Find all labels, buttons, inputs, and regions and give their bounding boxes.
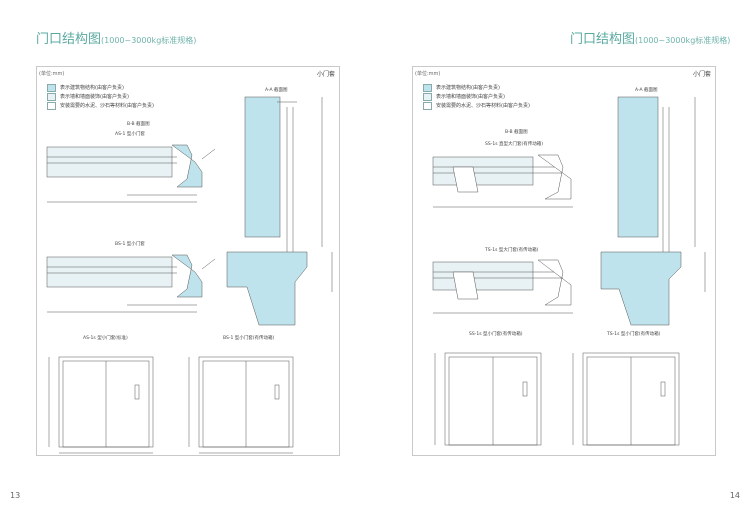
legend-row: 安装需要的水泥、沙石等材料(由客户负责) xyxy=(47,101,154,110)
plan-section-2 xyxy=(46,254,216,313)
right-unit: (单位:mm) xyxy=(415,71,441,77)
left-page-number: 13 xyxy=(10,491,21,500)
plan-section-1 xyxy=(432,154,573,208)
legend-text: 安装需要的水泥、沙石等材料(由客户负责) xyxy=(60,103,154,109)
legend-text: 表示建筑物结构(由客户负责) xyxy=(60,85,124,91)
legend-text: 安装需要的水泥、沙石等材料(由客户负责) xyxy=(436,103,530,109)
left-type1-label: AS-1 型小门套 xyxy=(115,132,145,137)
left-section-bb-label: B-B 截面图 xyxy=(127,122,150,127)
right-section-bb-label: B-B 截面图 xyxy=(505,130,528,135)
front-view-1 xyxy=(48,356,154,454)
left-front1-label: AS-1s 型小门套(标准) xyxy=(83,336,128,341)
wall-swatch xyxy=(423,92,432,101)
right-page: (单位:mm) 小门套 表示建筑物结构(由客户负责) 表示墙和墙面装饰(由客户负… xyxy=(412,66,716,456)
section-aa xyxy=(226,96,333,326)
right-title-sub: (1000~3000kg标准规格) xyxy=(635,36,731,45)
left-page: (单位:mm) 小门套 表示建筑物结构(由客户负责) 表示墙和墙面装饰(由客户负… xyxy=(36,66,340,456)
front-view-1 xyxy=(434,352,542,446)
legend-row: 表示墙和墙面装饰(由客户负责) xyxy=(47,92,154,101)
wall-swatch xyxy=(47,92,56,101)
right-title-main: 门口结构图 xyxy=(570,32,636,47)
front-view-2 xyxy=(188,356,294,454)
front-view-2 xyxy=(572,352,680,446)
section-aa xyxy=(600,96,706,326)
legend-row: 表示墙和墙面装饰(由客户负责) xyxy=(423,92,530,101)
left-section-aa-label: A-A 截面图 xyxy=(265,88,288,93)
right-front1-label: SS-1s 型小门套(有传动箱) xyxy=(469,332,523,337)
left-title-sub: (1000~3000kg标准规格) xyxy=(101,36,197,45)
left-type2-label: BS-1 型小门套 xyxy=(115,242,145,247)
legend-row: 安装需要的水泥、沙石等材料(由客户负责) xyxy=(423,101,530,110)
plan-section-1 xyxy=(46,144,216,203)
right-type1-label: SS-1s 直型大门套(有传动箱) xyxy=(485,142,543,147)
material-swatch xyxy=(47,101,56,110)
left-front2-label: BS-1 型小门套(有传动箱) xyxy=(223,336,275,341)
structure-swatch xyxy=(423,83,432,92)
legend-text: 表示墙和墙面装饰(由客户负责) xyxy=(436,94,505,100)
right-front2-label: TS-1s 型小门套(有传动箱) xyxy=(607,332,661,337)
left-drawing xyxy=(46,96,333,454)
left-legend: 表示建筑物结构(由客户负责) 表示墙和墙面装饰(由客户负责) 安装需要的水泥、沙… xyxy=(47,83,154,110)
right-page-number: 14 xyxy=(729,491,740,500)
legend-text: 表示建筑物结构(由客户负责) xyxy=(436,85,500,91)
right-type2-label: TS-1s 型大门套(有传动箱) xyxy=(485,248,539,253)
right-tag: 小门套 xyxy=(692,71,711,78)
left-title-main: 门口结构图 xyxy=(36,32,102,47)
left-unit: (单位:mm) xyxy=(39,71,65,77)
left-tag: 小门套 xyxy=(316,71,335,78)
left-title: 门口结构图(1000~3000kg标准规格) xyxy=(36,28,196,47)
legend-text: 表示墙和墙面装饰(由客户负责) xyxy=(60,94,129,100)
right-title: 门口结构图(1000~3000kg标准规格) xyxy=(570,28,730,47)
right-drawing xyxy=(432,96,706,446)
structure-swatch xyxy=(47,83,56,92)
legend-row: 表示建筑物结构(由客户负责) xyxy=(47,83,154,92)
plan-section-2 xyxy=(432,259,573,314)
material-swatch xyxy=(423,101,432,110)
right-legend: 表示建筑物结构(由客户负责) 表示墙和墙面装饰(由客户负责) 安装需要的水泥、沙… xyxy=(423,83,530,110)
legend-row: 表示建筑物结构(由客户负责) xyxy=(423,83,530,92)
right-section-aa-label: A-A 截面图 xyxy=(635,88,658,93)
